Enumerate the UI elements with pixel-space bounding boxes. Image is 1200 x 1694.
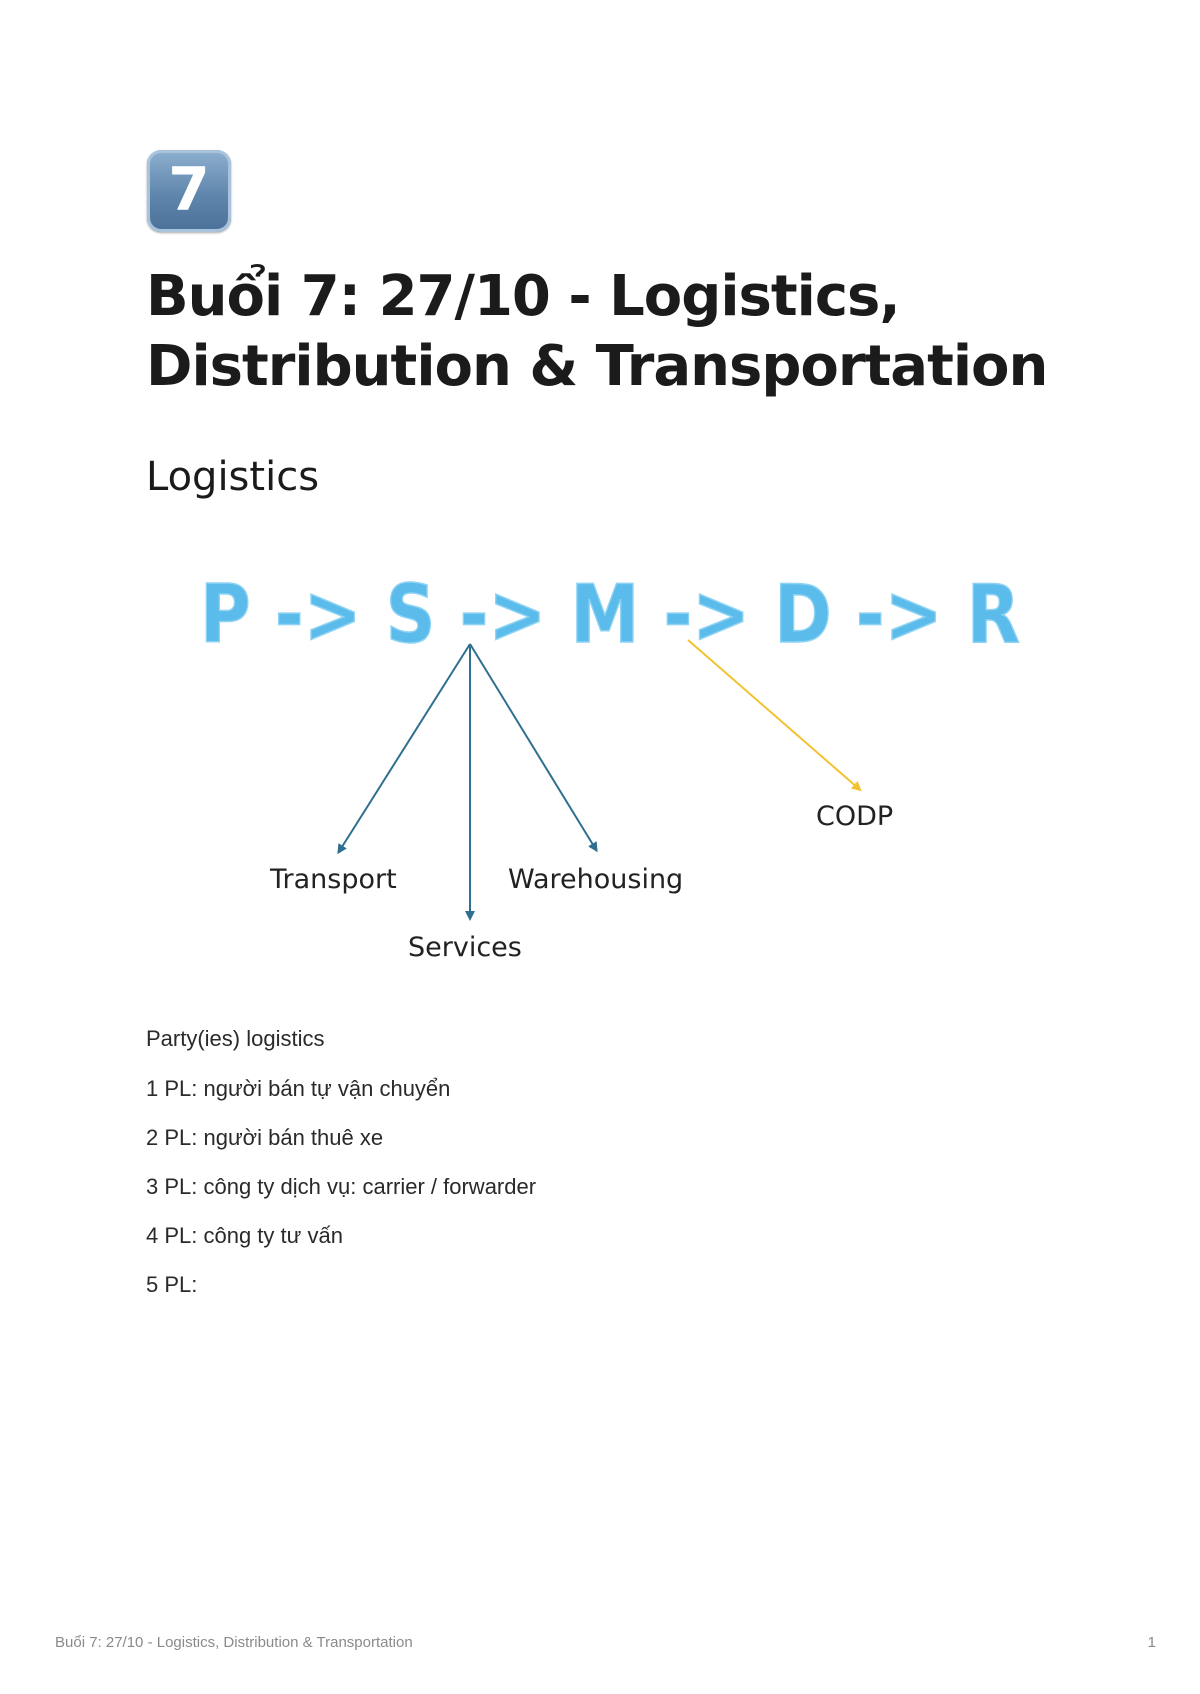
page-title: Buổi 7: 27/10 - Logistics, Distribution …	[146, 264, 1048, 399]
list-item: 5 PL:	[146, 1272, 198, 1297]
label-codp: CODP	[816, 801, 893, 832]
footer-page-number: 1	[1147, 1634, 1156, 1651]
keycap-label: 7	[168, 155, 210, 225]
logistics-flow-diagram: P -> S -> M -> D -> R Transport Warehous…	[199, 567, 1021, 963]
supply-chain-text: P -> S -> M -> D -> R	[200, 568, 1020, 661]
arrow-to-codp	[687, 639, 862, 792]
keycap-seven-icon: 7	[147, 150, 231, 232]
footer-title: Buổi 7: 27/10 - Logistics, Distribution …	[55, 1634, 413, 1651]
arrow-to-warehousing	[469, 643, 598, 853]
label-warehousing: Warehousing	[508, 864, 683, 895]
list-item: 1 PL: người bán tự vận chuyển	[146, 1076, 451, 1101]
section-heading-logistics: Logistics	[146, 454, 320, 500]
label-transport: Transport	[269, 864, 397, 895]
list-item: 4 PL: công ty tư vấn	[146, 1223, 343, 1248]
list-item: 3 PL: công ty dịch vụ: carrier / forward…	[146, 1174, 537, 1199]
party-logistics-intro: Party(ies) logistics	[146, 1026, 325, 1051]
arrow-to-transport	[337, 643, 471, 855]
list-item: 2 PL: người bán thuê xe	[146, 1125, 384, 1150]
label-services: Services	[408, 932, 522, 963]
